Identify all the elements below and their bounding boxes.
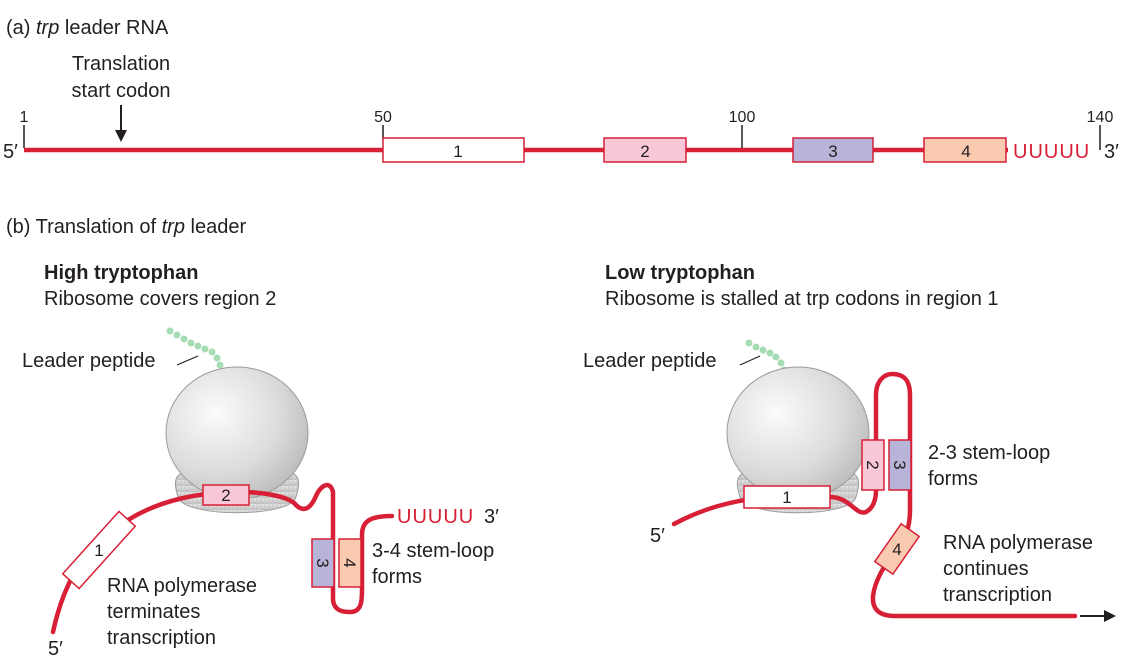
region-3-label: 3 xyxy=(828,142,837,161)
high-region-2-label: 2 xyxy=(221,486,230,505)
high-rna-strand xyxy=(50,482,395,635)
high-trp-title: High tryptophan xyxy=(44,262,198,284)
tick-label-100: 100 xyxy=(729,109,756,126)
low-region-2-label: 2 xyxy=(863,460,882,469)
high-peptide-leader-line xyxy=(176,355,199,366)
start-codon-label-line1: Translation xyxy=(72,53,170,75)
high-trp-subtitle: Ribosome covers region 2 xyxy=(44,288,276,310)
high-five-prime-label: 5′ xyxy=(48,638,63,660)
region-3-box: 3 xyxy=(792,137,874,163)
region-2-box: 2 xyxy=(603,137,687,163)
low-region-4-label: 4 xyxy=(892,540,901,559)
low-tryptophan-panel: Low tryptophan Ribosome is stalled at tr… xyxy=(583,262,1116,622)
low-stem-label-line2: forms xyxy=(928,468,978,490)
high-polymerase-line3: transcription xyxy=(107,627,216,649)
low-region-3-box: 3 xyxy=(888,439,912,491)
high-peptide-label: Leader peptide xyxy=(22,350,155,372)
high-region-4-label: 4 xyxy=(340,558,359,567)
low-trp-title: Low tryptophan xyxy=(605,262,755,284)
start-codon-arrow xyxy=(115,105,127,142)
high-region-3-box: 3 xyxy=(311,538,335,588)
three-prime-label: 3′ xyxy=(1104,141,1119,163)
low-region-4-box: 4 xyxy=(873,522,921,576)
transcription-arrow xyxy=(1080,610,1116,622)
panel-b: (b) Translation of trp leader High trypt… xyxy=(6,216,1116,660)
low-stem-label-line1: 2-3 stem-loop xyxy=(928,442,1050,464)
high-region-1-box: 1 xyxy=(61,510,137,590)
low-polymerase-line2: continues xyxy=(943,558,1029,580)
high-region-4-box: 4 xyxy=(338,538,362,588)
high-poly-u-tail: UUUUU xyxy=(397,506,474,528)
panel-a-heading: (a) trp leader RNA xyxy=(6,17,169,39)
region-4-label: 4 xyxy=(961,142,970,161)
poly-u-tail: UUUUU xyxy=(1013,141,1090,163)
low-region-1-box: 1 xyxy=(743,485,831,509)
low-trp-subtitle: Ribosome is stalled at trp codons in reg… xyxy=(605,288,999,310)
low-polymerase-line1: RNA polymerase xyxy=(943,532,1093,554)
high-three-prime-label: 3′ xyxy=(484,506,499,528)
region-1-label: 1 xyxy=(453,142,462,161)
low-region-3-label: 3 xyxy=(890,460,909,469)
high-stem-label-line1: 3-4 stem-loop xyxy=(372,540,494,562)
region-2-label: 2 xyxy=(640,142,649,161)
high-region-2-box: 2 xyxy=(202,484,250,506)
low-peptide-leader-line xyxy=(739,355,761,366)
high-tryptophan-panel: High tryptophan Ribosome covers region 2… xyxy=(22,262,499,660)
high-region-3-label: 3 xyxy=(313,558,332,567)
low-region-1-label: 1 xyxy=(782,488,791,507)
high-region-1-label: 1 xyxy=(94,541,103,560)
start-codon-label-line2: start codon xyxy=(72,80,171,102)
tick-label-140: 140 xyxy=(1087,109,1114,126)
region-1-box: 1 xyxy=(382,137,525,163)
high-polymerase-line1: RNA polymerase xyxy=(107,575,257,597)
high-stem-label-line2: forms xyxy=(372,566,422,588)
tick-label-50: 50 xyxy=(374,109,392,126)
low-region-2-box: 2 xyxy=(861,439,885,491)
tick-label-1: 1 xyxy=(20,109,29,126)
panel-a: (a) trp leader RNA Translation start cod… xyxy=(3,17,1119,163)
five-prime-label: 5′ xyxy=(3,141,18,163)
low-five-prime-label: 5′ xyxy=(650,525,665,547)
high-polymerase-line2: terminates xyxy=(107,601,200,623)
low-peptide-label: Leader peptide xyxy=(583,350,716,372)
region-4-box: 4 xyxy=(923,137,1007,163)
low-polymerase-line3: transcription xyxy=(943,584,1052,606)
panel-b-heading: (b) Translation of trp leader xyxy=(6,216,246,238)
